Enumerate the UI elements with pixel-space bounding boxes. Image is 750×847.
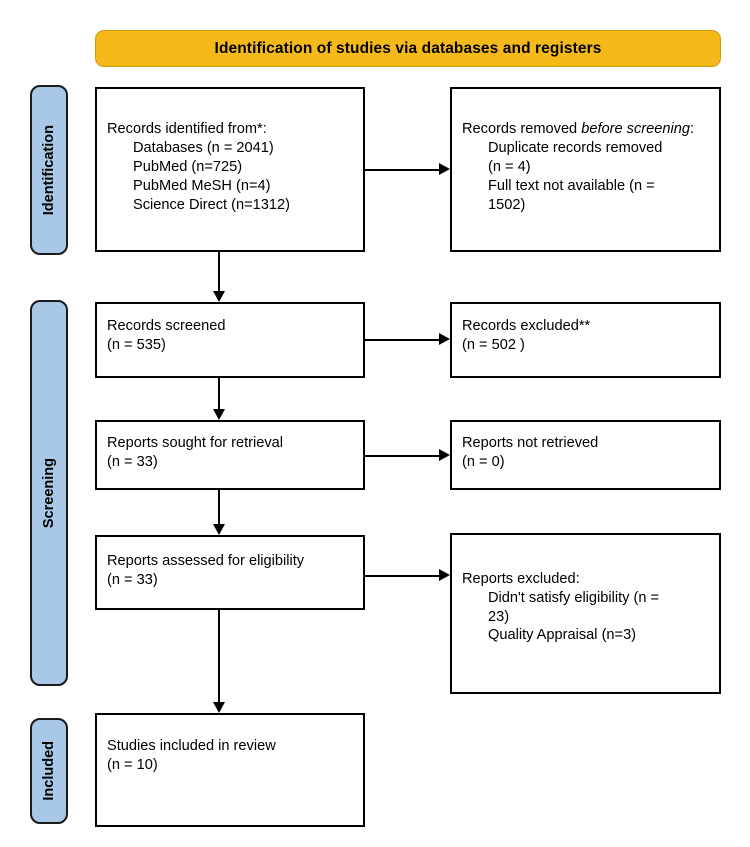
box-studies-included: Studies included in review (n = 10) [95, 713, 365, 827]
studies-included-count: (n = 10) [107, 757, 158, 773]
records-removed-heading-plain: Records removed [462, 121, 582, 138]
stage-label-screening: Screening [30, 300, 68, 686]
connector-sought-to-assessed [218, 490, 220, 524]
box-records-identified: Records identified from*: Databases (n =… [95, 87, 365, 252]
records-removed-heading-italic: before screening [581, 121, 690, 138]
arrowhead-screened-to-sought [212, 409, 225, 420]
reports-excluded-eligibility-count: 23) [488, 608, 510, 625]
box-reports-sought: Reports sought for retrieval (n = 33) [95, 420, 365, 490]
arrowhead-assessed-to-reports-excluded [439, 569, 450, 581]
box-records-excluded: Records excluded** (n = 502 ) [450, 302, 721, 378]
arrowhead-sought-to-assessed [212, 524, 225, 535]
box-reports-assessed: Reports assessed for eligibility (n = 33… [95, 535, 365, 610]
records-removed-heading-tail: : [689, 121, 695, 138]
box-records-removed: Records removed before screening: Duplic… [450, 87, 721, 252]
box-reports-not-retrieved: Reports not retrieved (n = 0) [450, 420, 721, 490]
records-removed-duplicates-count: (n = 4) [488, 159, 531, 176]
arrowhead-identified-to-screened [212, 291, 225, 302]
arrowhead-screened-to-excluded [439, 333, 450, 345]
records-identified-heading: Records identified from*: [107, 121, 267, 138]
reports-sought-count: (n = 33) [107, 454, 158, 470]
connector-screened-to-sought [218, 378, 220, 409]
studies-included-label: Studies included in review [107, 738, 276, 755]
records-screened-count: (n = 535) [107, 337, 166, 353]
stage-label-included: Included [30, 718, 68, 824]
records-removed-fulltext-count: 1502) [488, 196, 526, 213]
arrowhead-sought-to-not-retrieved [439, 449, 450, 461]
diagram-banner: Identification of studies via databases … [95, 30, 721, 67]
records-removed-fulltext: Full text not available (n = [488, 177, 655, 194]
records-identified-pubmed-mesh: PubMed MeSH (n=4) [133, 177, 271, 194]
records-removed-duplicates: Duplicate records removed [488, 140, 663, 157]
connector-identified-to-screened [218, 252, 220, 291]
reports-assessed-count: (n = 33) [107, 571, 158, 588]
connector-identified-to-removed [365, 169, 439, 171]
reports-not-retrieved-count: (n = 0) [462, 454, 505, 470]
records-excluded-count: (n = 502 ) [462, 337, 525, 353]
reports-excluded-eligibility: Didn't satisfy eligibility (n = [488, 589, 660, 606]
banner-title: Identification of studies via databases … [214, 39, 602, 57]
box-reports-excluded: Reports excluded: Didn't satisfy eligibi… [450, 533, 721, 694]
records-identified-pubmed: PubMed (n=725) [133, 159, 243, 176]
reports-assessed-label: Reports assessed for eligibility [107, 552, 305, 569]
box-records-screened: Records screened (n = 535) [95, 302, 365, 378]
reports-excluded-heading: Reports excluded: [462, 570, 580, 587]
connector-assessed-to-included [218, 610, 220, 702]
records-identified-databases: Databases (n = 2041) [133, 140, 274, 157]
stage-label-identification-text: Identification [41, 124, 57, 216]
stage-label-screening-text: Screening [41, 457, 57, 529]
records-screened-label: Records screened [107, 318, 226, 335]
records-identified-science-direct: Science Direct (n=1312) [133, 196, 290, 213]
reports-excluded-quality-appraisal: Quality Appraisal (n=3) [488, 627, 637, 644]
reports-not-retrieved-label: Reports not retrieved [462, 435, 599, 452]
arrowhead-assessed-to-included [212, 702, 225, 713]
connector-sought-to-not-retrieved [365, 455, 439, 457]
arrowhead-identified-to-removed [439, 163, 450, 175]
connector-screened-to-excluded [365, 339, 439, 341]
records-removed-heading: Records removed before screening: [462, 120, 709, 139]
connector-assessed-to-reports-excluded [365, 575, 439, 577]
reports-sought-label: Reports sought for retrieval [107, 435, 284, 452]
records-excluded-label: Records excluded** [462, 318, 591, 335]
stage-label-included-text: Included [41, 741, 57, 801]
stage-label-identification: Identification [30, 85, 68, 255]
